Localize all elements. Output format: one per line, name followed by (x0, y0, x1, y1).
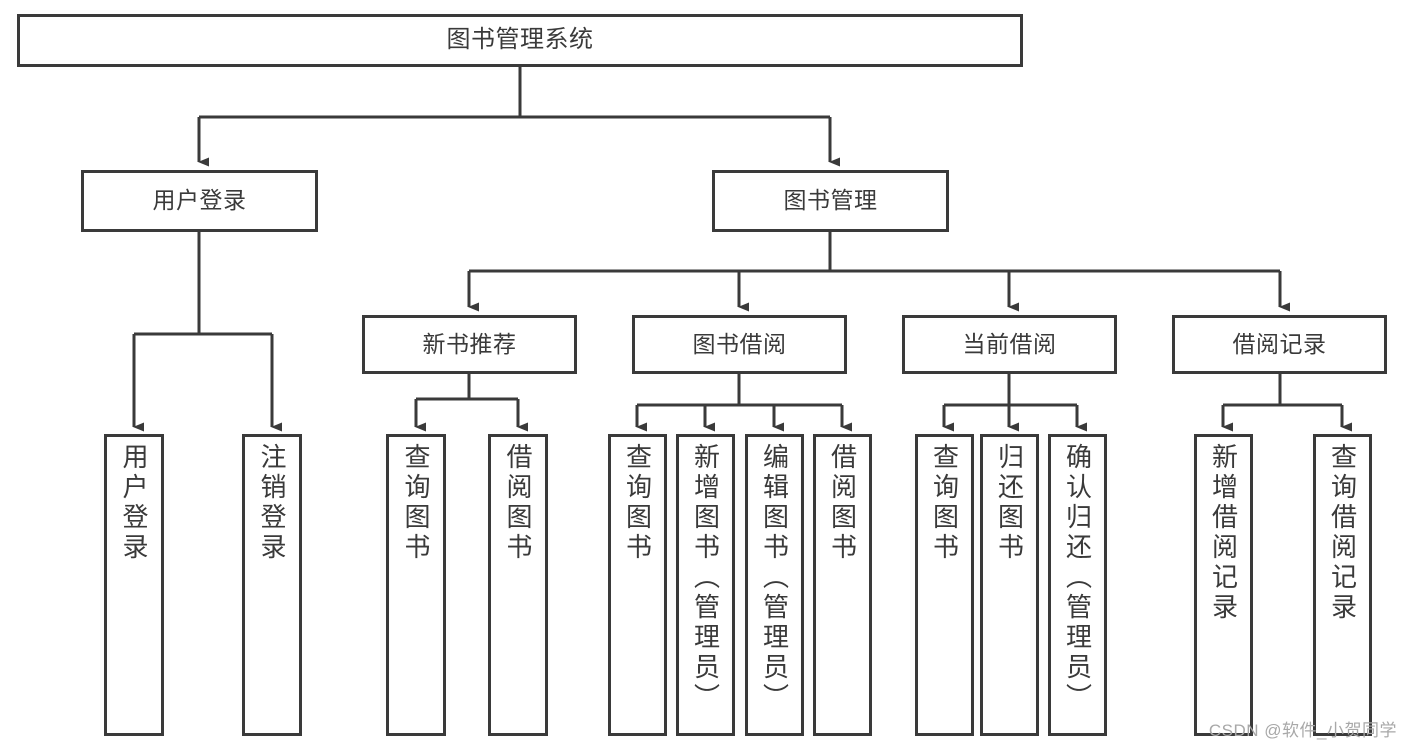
leaf-confirm-return-admin[interactable]: 确认归还（管理员） (1048, 434, 1107, 736)
leaf-user-login[interactable]: 用户登录 (104, 434, 164, 736)
node-label: 图书借阅 (692, 330, 787, 357)
node-label: 借阅图书 (827, 443, 858, 563)
node-label: 新增借阅记录 (1208, 443, 1239, 623)
node-book-borrow[interactable]: 图书借阅 (632, 315, 847, 374)
node-label: 借阅图书 (503, 443, 533, 563)
leaf-logout[interactable]: 注销登录 (242, 434, 302, 736)
node-label: 确认归还（管理员） (1062, 443, 1093, 713)
leaf-return-book[interactable]: 归还图书 (980, 434, 1039, 736)
leaf-query-book-new-recommend[interactable]: 查询图书 (386, 434, 446, 736)
node-book-management[interactable]: 图书管理 (712, 170, 949, 232)
node-user-login[interactable]: 用户登录 (81, 170, 318, 232)
leaf-borrow-book-borrow[interactable]: 借阅图书 (813, 434, 872, 736)
leaf-add-book-admin[interactable]: 新增图书（管理员） (676, 434, 735, 736)
leaf-add-borrow-record[interactable]: 新增借阅记录 (1194, 434, 1253, 736)
node-label: 新增图书（管理员） (690, 443, 721, 713)
node-label: 编辑图书（管理员） (759, 443, 790, 713)
node-label: 借阅记录 (1232, 330, 1327, 357)
node-label: 查询图书 (622, 443, 653, 563)
node-borrow-record[interactable]: 借阅记录 (1172, 315, 1387, 374)
node-label: 当前借阅 (962, 330, 1057, 357)
node-label: 查询图书 (929, 443, 960, 563)
node-label: 用户登录 (119, 443, 149, 563)
leaf-borrow-book-new-recommend[interactable]: 借阅图书 (488, 434, 548, 736)
node-label: 图书管理系统 (446, 26, 594, 54)
node-new-book-recommend[interactable]: 新书推荐 (362, 315, 577, 374)
node-label: 注销登录 (257, 443, 287, 563)
node-label: 用户登录 (152, 187, 247, 214)
node-label: 新书推荐 (422, 330, 517, 357)
csdn-watermark: CSDN @软件_小贺同学 (1208, 721, 1397, 740)
node-current-borrow[interactable]: 当前借阅 (902, 315, 1117, 374)
node-root-book-management-system[interactable]: 图书管理系统 (17, 14, 1023, 67)
node-label: 图书管理 (783, 187, 878, 214)
leaf-query-borrow-record[interactable]: 查询借阅记录 (1313, 434, 1372, 736)
node-label: 归还图书 (994, 443, 1025, 563)
node-label: 查询借阅记录 (1327, 443, 1358, 623)
leaf-query-book-borrow[interactable]: 查询图书 (608, 434, 667, 736)
leaf-query-book-current[interactable]: 查询图书 (915, 434, 974, 736)
leaf-edit-book-admin[interactable]: 编辑图书（管理员） (745, 434, 804, 736)
node-label: 查询图书 (401, 443, 431, 563)
